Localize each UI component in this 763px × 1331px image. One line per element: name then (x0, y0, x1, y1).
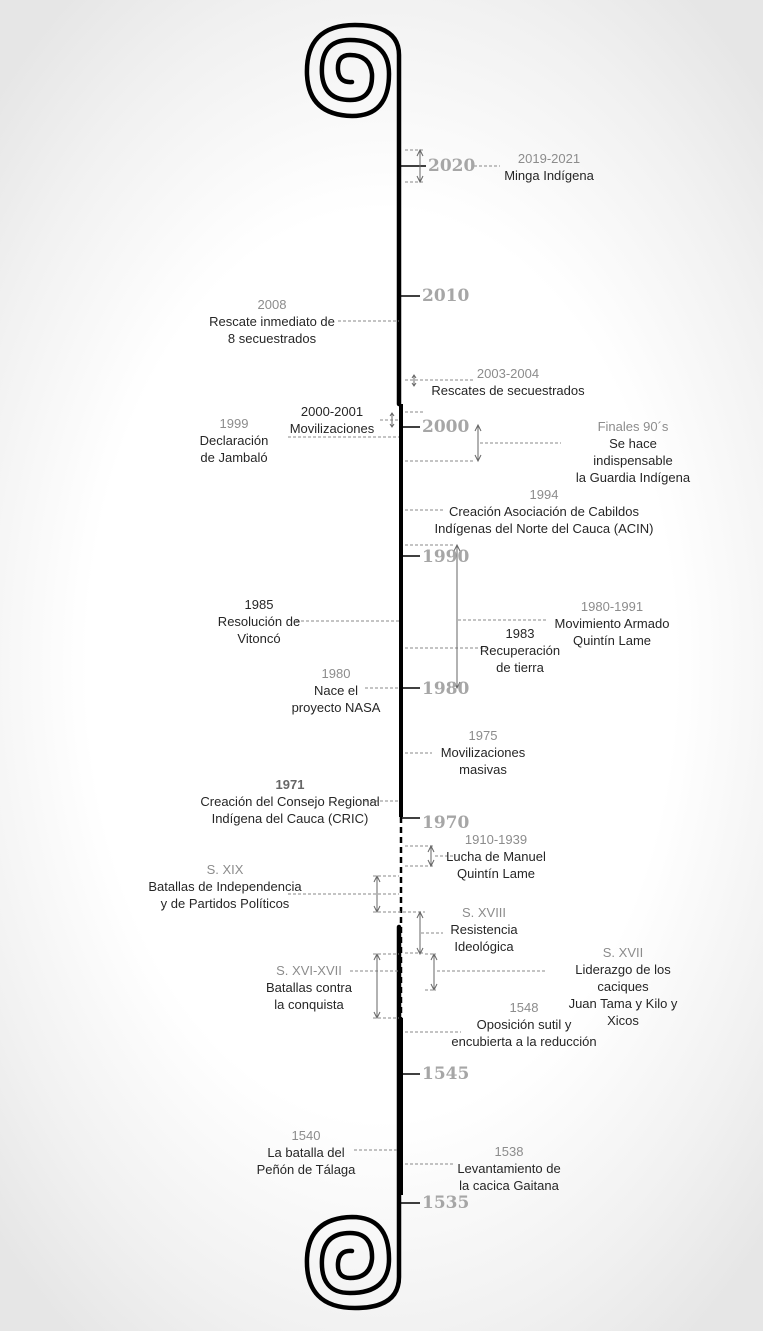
event-label: Nace el proyecto NASA (291, 683, 381, 715)
event-label: Minga Indígena (504, 168, 594, 183)
event-s-xviii: S. XVIII Resistencia Ideológica (450, 904, 517, 955)
event-date: 1983 (505, 626, 535, 641)
event-2003-2004: 2003-2004 Rescates de secuestrados (431, 365, 584, 399)
event-date: 1910-1939 (464, 832, 528, 847)
year-label-2020: 2020 (428, 156, 476, 176)
spiral-top-icon (304, 22, 402, 407)
spiral-bottom-icon (304, 924, 402, 1311)
event-label: Rescates de secuestrados (431, 383, 585, 398)
event-label: Liderazgo de los caciques Juan Tama y Ki… (568, 962, 678, 1028)
event-date: 1980-1991 (580, 599, 644, 614)
event-1540: 1540 La batalla del Peñón de Tálaga (257, 1127, 356, 1178)
event-date: S. XIX (206, 862, 244, 877)
event-2000-2001: 2000-2001 Movilizaciones (290, 403, 375, 437)
event-label: Rescate inmediato de 8 secuestrados (209, 314, 335, 346)
event-1999: 1999 Declaración de Jambaló (200, 415, 269, 466)
event-1971: 1971 Creación del Consejo Regional Indíg… (200, 776, 379, 827)
event-label: Creación Asociación de Cabildos Indígena… (434, 504, 654, 536)
event-s-xvii: S. XVII Liderazgo de los caciques Juan T… (553, 944, 693, 1029)
event-1980: 1980 Nace el proyecto NASA (292, 665, 381, 716)
event-date: 2000-2001 (300, 404, 364, 419)
event-s-xix: S. XIX Batallas de Independencia y de Pa… (148, 861, 301, 912)
year-label-1970: 1970 (422, 813, 470, 833)
range-arrows (373, 148, 482, 1020)
event-label: Se hace indispensable la Guardia Indígen… (575, 436, 691, 485)
year-label-1980: 1980 (422, 679, 470, 699)
event-label: Levantamiento de la cacica Gaitana (457, 1161, 561, 1193)
event-label: Batallas de Independencia y de Partidos … (148, 879, 302, 911)
event-label: Declaración de Jambaló (199, 433, 269, 465)
event-finales-90s: Finales 90´s Se hace indispensable la Gu… (568, 418, 698, 486)
event-date: 1548 (509, 1000, 539, 1015)
event-label: Movimiento Armado Quintín Lame (554, 616, 670, 648)
event-date: 2019-2021 (517, 151, 581, 166)
event-1980-1991: 1980-1991 Movimiento Armado Quintín Lame (555, 598, 670, 649)
event-label: Oposición sutil y encubierta a la reducc… (451, 1017, 597, 1049)
event-label: Resistencia Ideológica (450, 922, 518, 954)
year-ticks (401, 165, 426, 1204)
year-label-2000: 2000 (422, 417, 470, 437)
event-2008: 2008 Rescate inmediato de 8 secuestrados (209, 296, 335, 347)
event-date: 1994 (529, 487, 559, 502)
event-date: 1538 (494, 1144, 524, 1159)
event-1994: 1994 Creación Asociación de Cabildos Ind… (435, 486, 654, 537)
event-date: 1975 (468, 728, 498, 743)
event-label: Lucha de Manuel Quintín Lame (446, 849, 546, 881)
event-1983: 1983 Recuperación de tierra (480, 625, 560, 676)
event-2019-2021: 2019-2021 Minga Indígena (504, 150, 594, 184)
year-label-1990: 1990 (422, 547, 470, 567)
event-date: 2003-2004 (476, 366, 540, 381)
event-1985: 1985 Resolución de Vitoncó (218, 596, 300, 647)
leader-lines (288, 149, 561, 1165)
event-date: S. XVIII (461, 905, 507, 920)
event-s-xvi-xvii: S. XVI-XVII Batallas contra la conquista (266, 962, 352, 1013)
event-date: Finales 90´s (597, 419, 669, 434)
event-date: 1999 (219, 416, 249, 431)
year-label-1545: 1545 (422, 1064, 470, 1084)
event-label: Movilizaciones masivas (440, 745, 526, 777)
event-date: 1980 (321, 666, 351, 681)
event-date: 1971 (275, 777, 305, 792)
event-label: Resolución de Vitoncó (217, 614, 301, 646)
event-label: Creación del Consejo Regional Indígena d… (200, 794, 380, 826)
event-date: 2008 (257, 297, 287, 312)
event-date: 1540 (291, 1128, 321, 1143)
event-date: 1985 (244, 597, 274, 612)
event-1548: 1548 Oposición sutil y encubierta a la r… (451, 999, 596, 1050)
event-date: S. XVII (602, 945, 644, 960)
event-label: La batalla del Peñón de Tálaga (256, 1145, 356, 1177)
year-label-1535: 1535 (422, 1193, 470, 1213)
event-1975: 1975 Movilizaciones masivas (441, 727, 526, 778)
event-label: Movilizaciones (289, 421, 375, 436)
event-1538: 1538 Levantamiento de la cacica Gaitana (457, 1143, 560, 1194)
event-date: S. XVI-XVII (276, 963, 342, 978)
event-label: Batallas contra la conquista (266, 980, 352, 1012)
year-label-2010: 2010 (422, 286, 470, 306)
event-1910-1939: 1910-1939 Lucha de Manuel Quintín Lame (446, 831, 546, 882)
event-label: Recuperación de tierra (479, 643, 561, 675)
